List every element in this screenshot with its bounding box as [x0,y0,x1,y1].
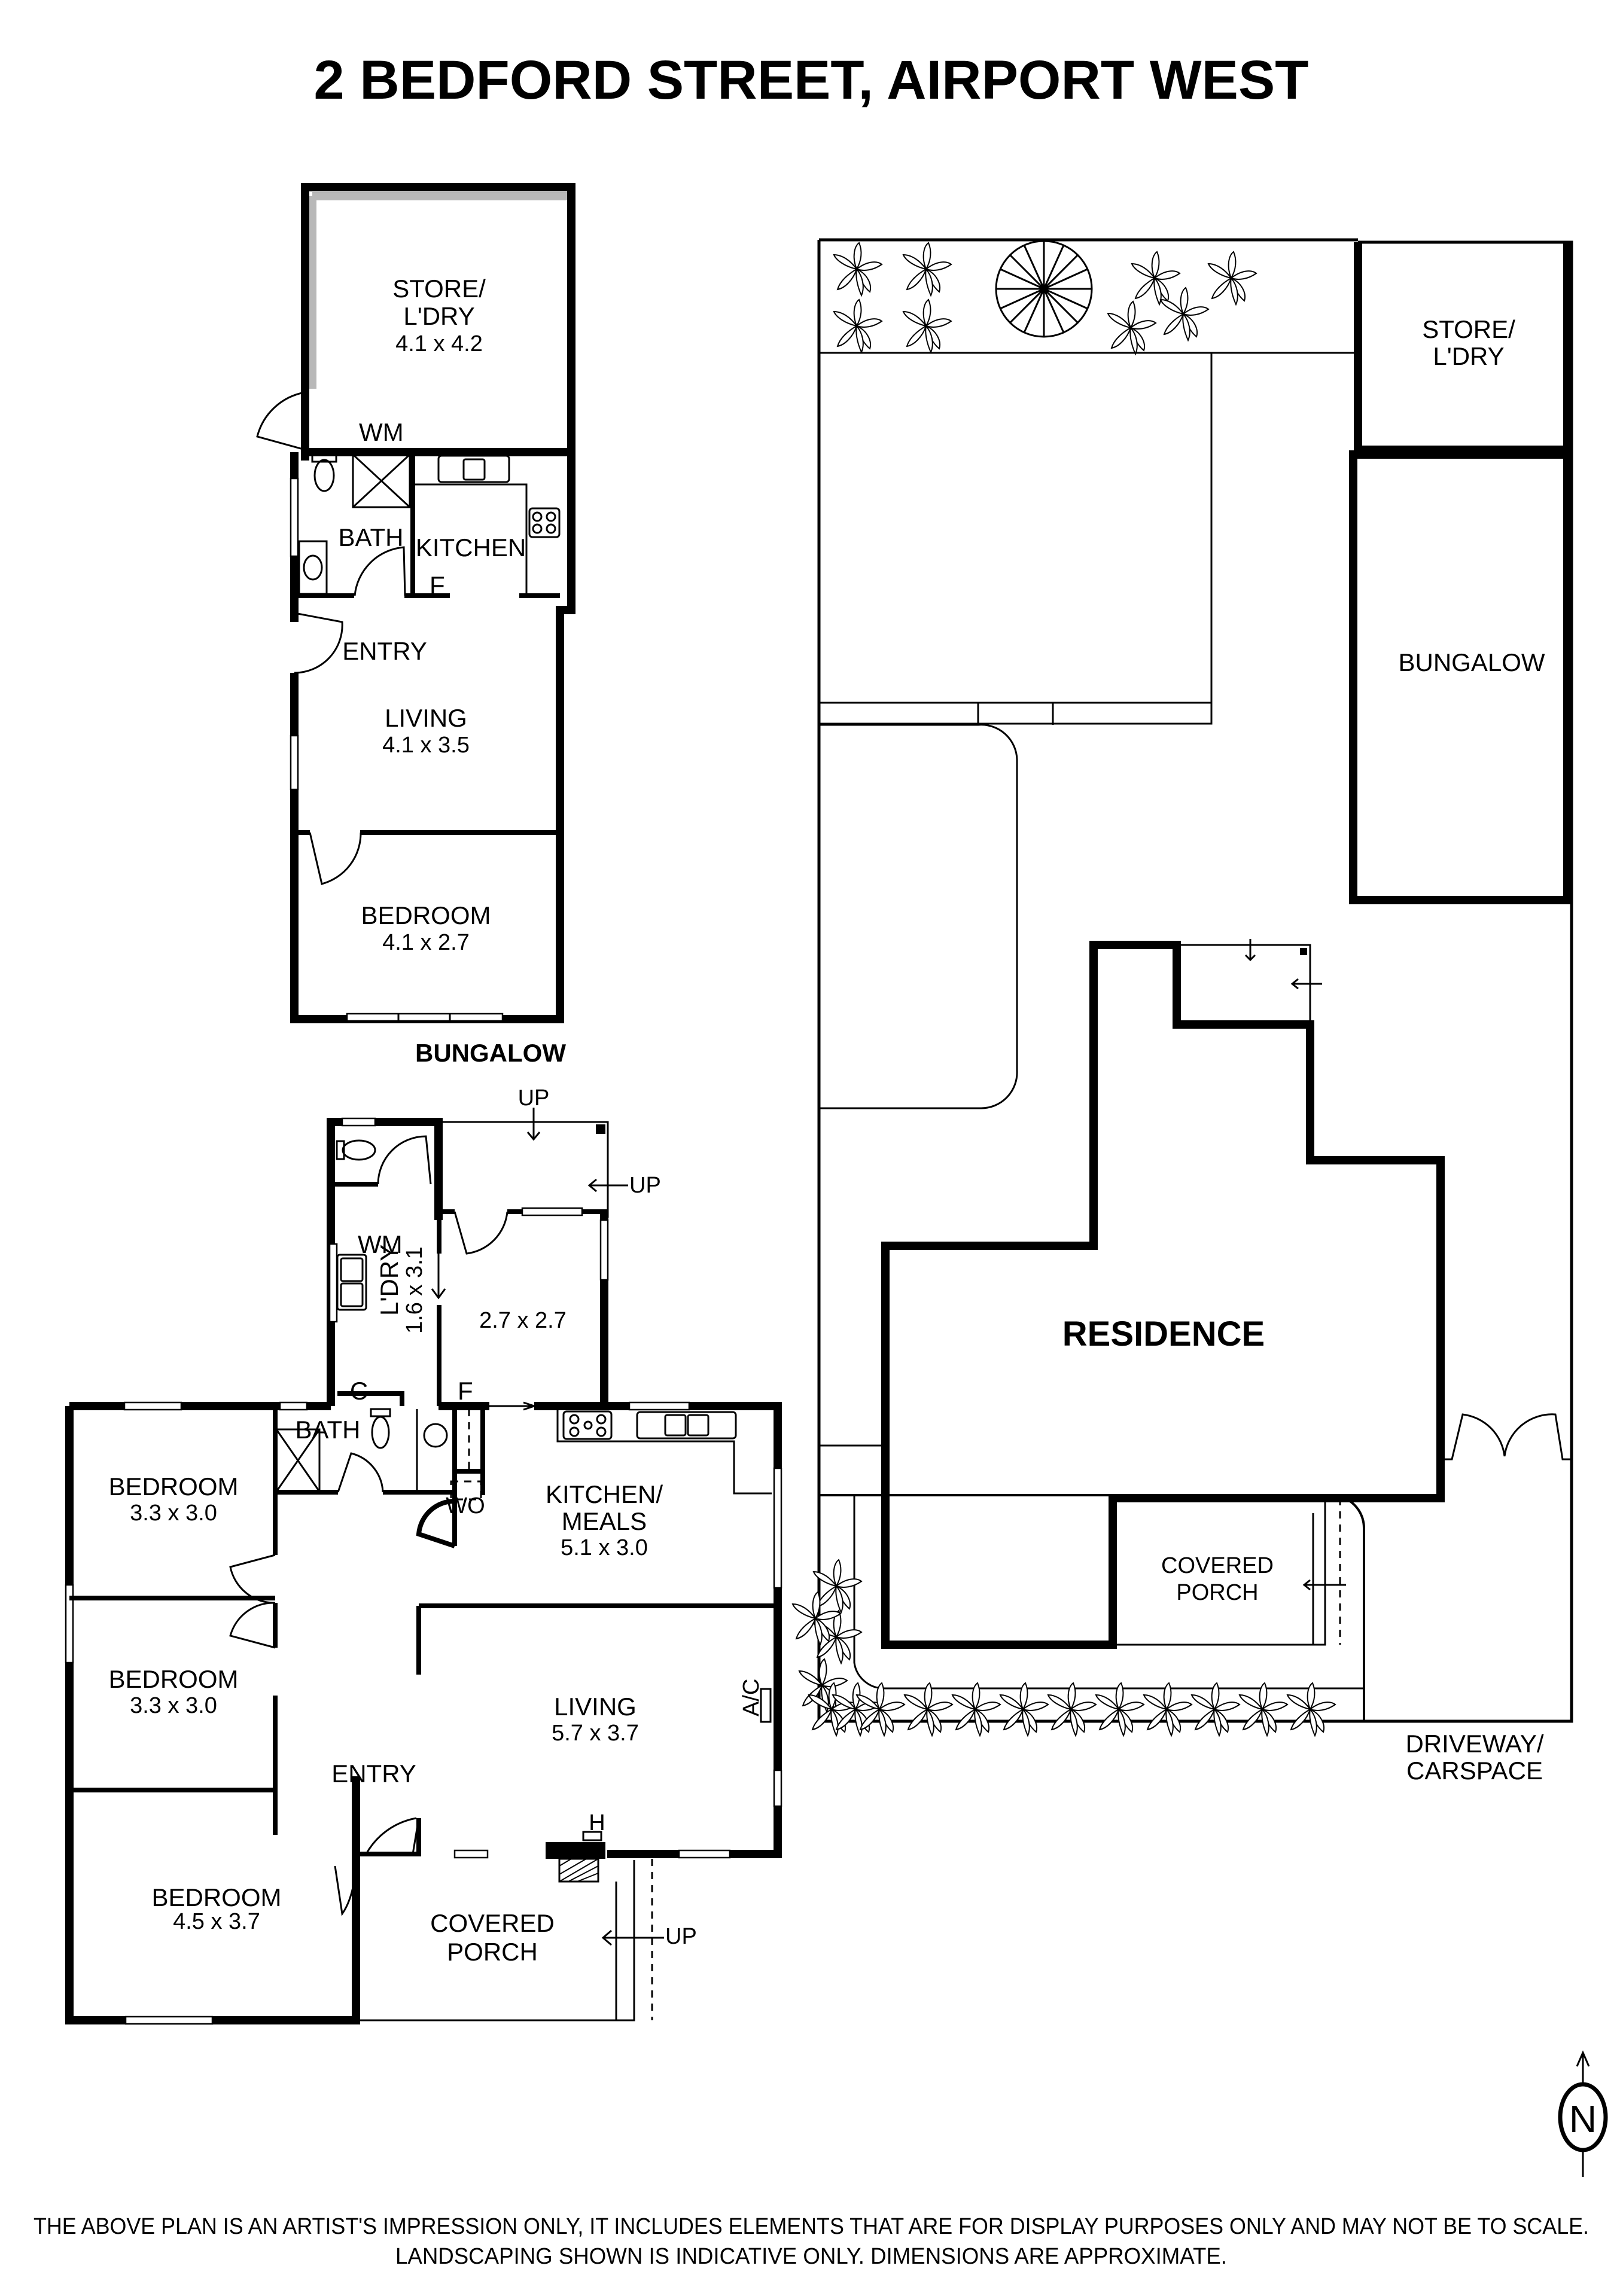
room-dims-living-res: 5.7 x 3.7 [552,1721,639,1746]
room-dims-laundry: 1.6 x 3.1 [402,1246,427,1334]
room-label-entry: ENTRY [342,637,427,665]
room-label-bedroom-1: BEDROOM [108,1472,238,1501]
site-label-porch-2: PORCH [1176,1580,1258,1605]
fixture-label-wall-oven: WO [446,1493,485,1519]
north-compass-icon: N [1558,2050,1608,2177]
step-up-label-1: UP [518,1086,550,1111]
room-label-kitchen: KITCHEN [416,533,526,562]
room-label-laundry: L'DRY [375,1245,403,1316]
disclaimer-line-1: THE ABOVE PLAN IS AN ARTIST'S IMPRESSION… [34,2214,1589,2239]
room-dims-bedroom-2: 3.3 x 3.0 [130,1693,217,1718]
room-dims-living: 4.1 x 3.5 [382,733,470,758]
room-dims-store-ldry: 4.1 x 4.2 [395,331,483,356]
residence-floor-plan: WM L'DRY 1.6 x 3.1 2.7 x 2.7 UP UP C F B… [65,1086,782,2025]
room-label-bedroom-3: BEDROOM [151,1883,281,1911]
room-dims-bedroom: 4.1 x 2.7 [382,930,470,955]
disclaimer-line-2: LANDSCAPING SHOWN IS INDICATIVE ONLY. DI… [395,2244,1227,2269]
fixture-label-cupboard: C [350,1377,368,1405]
room-label-living-res: LIVING [554,1693,637,1721]
site-label-store-2: L'DRY [1433,342,1504,370]
fixture-label-wm: WM [359,418,404,446]
room-dims-bedroom-3: 4.5 x 3.7 [173,1909,260,1934]
room-label-living: LIVING [385,704,467,732]
room-label-bedroom-2: BEDROOM [108,1665,238,1693]
page-title: 2 BEDFORD STREET, AIRPORT WEST [314,50,1309,111]
room-label-bath: BATH [339,523,404,551]
fixture-label-ac: A/C [739,1679,764,1716]
room-label-store-ldry-2: L'DRY [403,302,474,330]
tree-icon [995,240,1093,338]
fixture-label-fridge-res: F [458,1377,473,1405]
site-label-driveway: DRIVEWAY/ [1405,1730,1543,1758]
room-label-covered-porch-2: PORCH [447,1938,538,1966]
site-label-store: STORE/ [1422,315,1515,343]
site-label-driveway-2: CARSPACE [1406,1757,1543,1785]
compass-label: N [1569,2097,1597,2141]
fixture-label-heater: H [589,1810,605,1835]
bungalow-floor-plan: STORE/ L'DRY 4.1 x 4.2 WM BATH KITCHEN F… [256,183,575,1067]
site-plan: STORE/ L'DRY BUNGALOW RESIDENCE COVERED … [792,238,1573,1785]
step-up-label-3: UP [665,1924,697,1949]
room-dims-kitchen-meals: 5.1 x 3.0 [561,1535,648,1560]
room-label-bath-res: BATH [296,1416,361,1444]
room-dims-bedroom-1: 3.3 x 3.0 [130,1501,217,1526]
fixture-label-wm-res: WM [358,1230,403,1258]
step-up-label-2: UP [629,1173,661,1198]
room-label-covered-porch: COVERED [430,1909,555,1937]
room-dims-rear-room: 2.7 x 2.7 [479,1308,567,1333]
room-label-entry-res: ENTRY [331,1760,416,1788]
room-label-kitchen-meals: KITCHEN/ [546,1480,663,1508]
room-label-store-ldry: STORE/ [392,275,486,303]
site-label-porch: COVERED [1161,1553,1274,1578]
site-label-bungalow: BUNGALOW [1398,648,1545,676]
site-label-residence: RESIDENCE [1062,1315,1265,1353]
fixture-label-fridge: F [430,571,445,599]
bungalow-caption: BUNGALOW [415,1039,566,1067]
room-label-kitchen-meals-2: MEALS [562,1507,647,1535]
room-label-bedroom: BEDROOM [361,901,491,929]
